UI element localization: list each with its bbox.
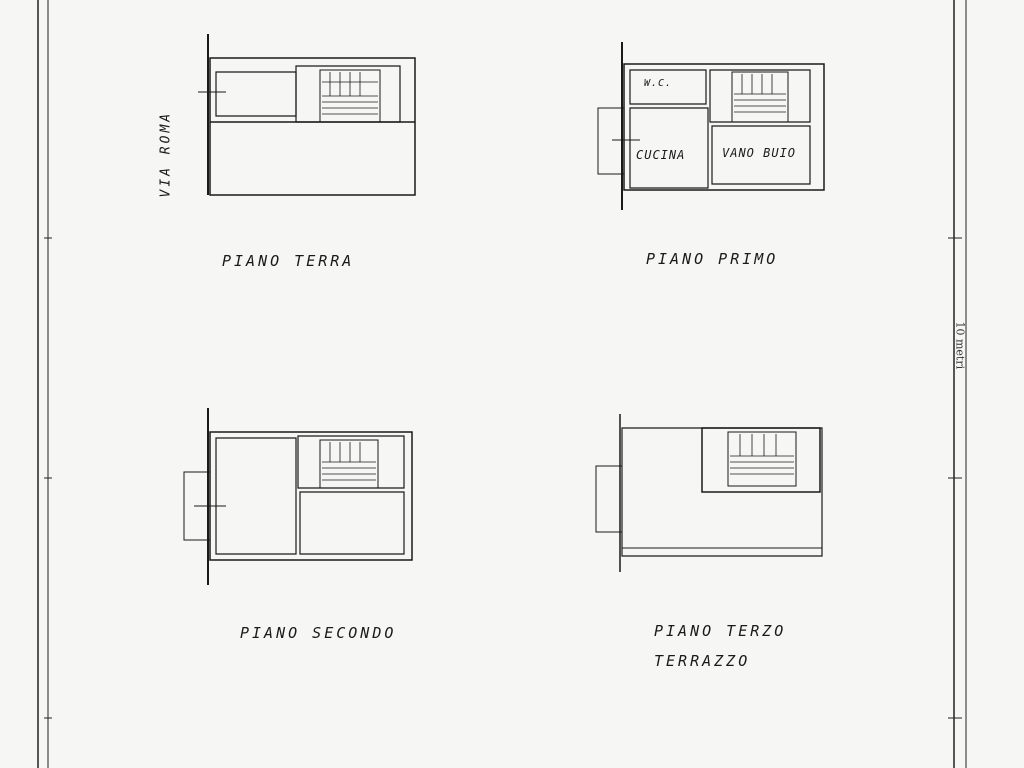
scale-note: 10 metri [953, 321, 967, 370]
floor-label-piano-terra: PIANO TERRA [222, 252, 355, 270]
sheet-frame [38, 0, 966, 768]
room-label-dark-room: VANO BUIO [722, 146, 797, 160]
stair-piano-secondo [322, 442, 376, 480]
terrace-label: TERRAZZO [654, 652, 751, 670]
plan-piano-primo [598, 42, 824, 210]
room-label-kitchen: CUCINA [636, 148, 686, 162]
floor-label-piano-terzo: PIANO TERZO [654, 622, 787, 640]
floor-label-piano-primo: PIANO PRIMO [646, 250, 779, 268]
plan-piano-terzo [596, 414, 822, 572]
street-name-label: VIA ROMA [158, 110, 174, 198]
stair-piano-terra [322, 72, 378, 114]
floor-label-piano-secondo: PIANO SECONDO [240, 624, 397, 642]
room-label-wc: W.C. [644, 78, 673, 89]
stair-piano-primo [734, 74, 786, 112]
stair-piano-terzo [730, 434, 794, 474]
plan-piano-terra [198, 34, 415, 195]
plan-piano-secondo [184, 408, 412, 585]
